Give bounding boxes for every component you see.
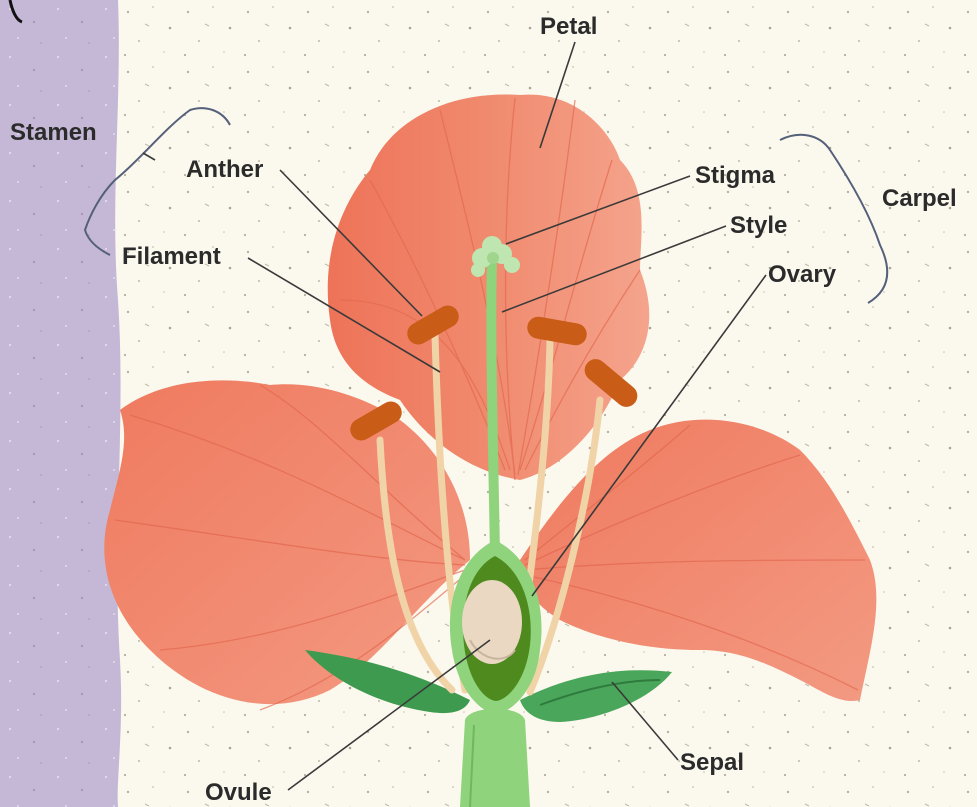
label-anther: Anther [186, 156, 263, 183]
label-carpel: Carpel [882, 185, 957, 212]
label-stamen: Stamen [10, 119, 97, 146]
label-sepal: Sepal [680, 749, 744, 776]
label-ovule: Ovule [205, 779, 272, 806]
label-stigma: Stigma [695, 162, 776, 189]
label-petal: Petal [540, 13, 597, 40]
label-style: Style [730, 212, 787, 239]
label-filament: Filament [122, 243, 221, 270]
style [491, 262, 495, 555]
label-ovary: Ovary [768, 261, 837, 288]
